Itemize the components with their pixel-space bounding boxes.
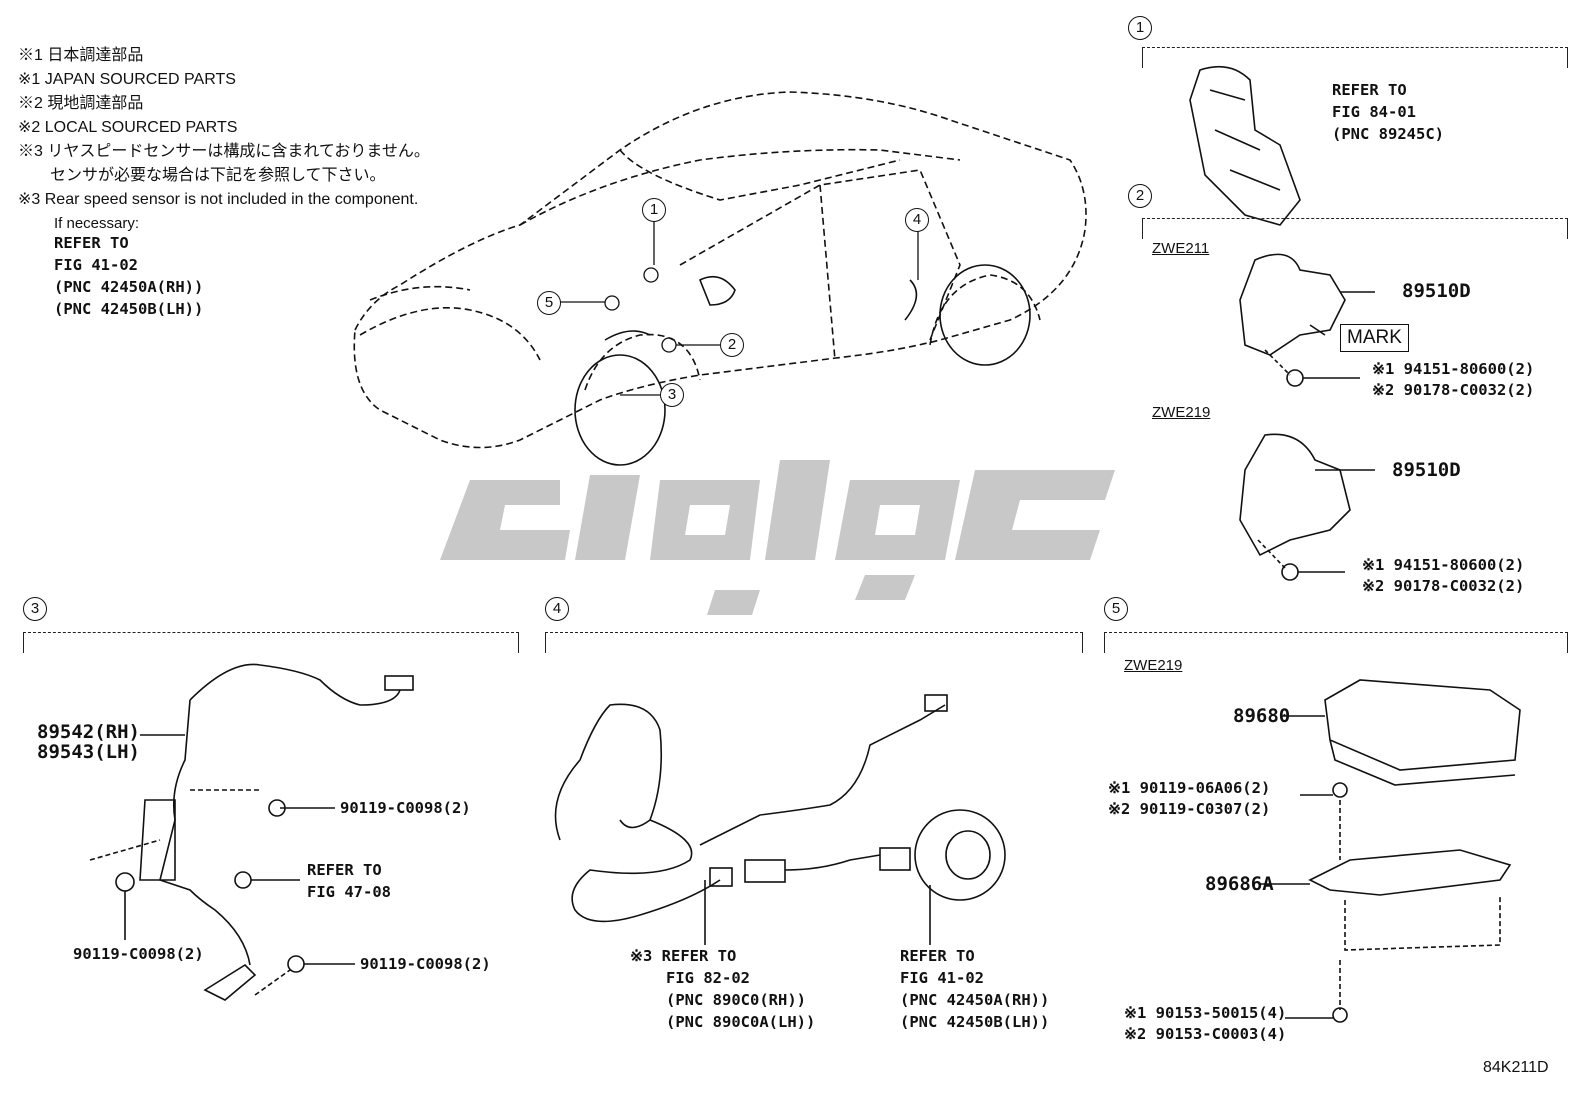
- figure-id: 84K211D: [1483, 1059, 1549, 1076]
- part-89686a-bracket: 89686A: [1205, 873, 1274, 895]
- bracket-bolt-2: ※2 90153-C0003(4): [1124, 1025, 1287, 1043]
- note-line: ※3 Rear speed sensor is not included in …: [18, 191, 419, 208]
- car-callout-leaders: [560, 220, 919, 396]
- part-89510d-a: 89510D: [1402, 280, 1471, 302]
- front-speed-sensor-harness-art: [89, 663, 414, 1001]
- section-4-ref-right: (PNC 42450B(LH)): [900, 1013, 1050, 1031]
- section-5-bracket: [1104, 632, 1568, 653]
- section-4-ref-left: (PNC 890C0(RH)): [666, 991, 806, 1009]
- car-wheels: [574, 264, 1031, 466]
- section-3-number: 3: [23, 597, 47, 621]
- section-4-ref-left: ※3 REFER TO: [630, 947, 737, 965]
- model-code-zwe211: ZWE211: [1152, 240, 1210, 257]
- note-line: ※1 日本調達部品: [18, 47, 144, 64]
- car-outline: [353, 91, 1087, 449]
- car-callout-2: 2: [720, 333, 744, 357]
- car-callout-3: 3: [660, 383, 684, 407]
- yaw-rate-sensor-art: [1189, 65, 1301, 226]
- mark-label: MARK: [1340, 324, 1409, 352]
- section-2-bracket: [1142, 218, 1568, 239]
- section-1-number: 1: [1128, 16, 1152, 40]
- section-5-number: 5: [1104, 597, 1128, 621]
- yaw-sensor-zwe219-art: [1239, 433, 1375, 581]
- section-4-ref-right: FIG 41-02: [900, 969, 984, 987]
- section-1-bracket: [1142, 47, 1568, 68]
- section-2-number: 2: [1128, 184, 1152, 208]
- note-line: ※2 LOCAL SOURCED PARTS: [18, 119, 238, 136]
- section-4-bracket: [545, 632, 1083, 653]
- section-4-ref-left: (PNC 890C0A(LH)): [666, 1013, 816, 1031]
- bolt-1: 90119-C0098(2): [340, 799, 471, 817]
- part-89680-ecu: 89680: [1233, 705, 1291, 727]
- note-line: ※3 リヤスピードセンサーは構成に含まれておりません。: [18, 143, 430, 160]
- section-4-ref-left: FIG 82-02: [666, 969, 750, 987]
- fastener-b2: ※2 90178-C0032(2): [1362, 577, 1525, 595]
- section-3-ref: REFER TO: [307, 861, 382, 879]
- car-callout-4: 4: [905, 208, 929, 232]
- note-if-necessary: If necessary:: [54, 215, 140, 232]
- section-4-number: 4: [545, 597, 569, 621]
- part-89542-rh: 89542(RH): [37, 721, 140, 743]
- note-ref-line: (PNC 42450B(LH)): [54, 300, 204, 318]
- section-4-ref-right: (PNC 42450A(RH)): [900, 991, 1050, 1009]
- section-1-ref: (PNC 89245C): [1332, 125, 1444, 143]
- car-callout-5: 5: [537, 291, 561, 315]
- note-ref-line: (PNC 42450A(RH)): [54, 278, 204, 296]
- note-line: ※1 JAPAN SOURCED PARTS: [18, 71, 236, 88]
- section-1-ref: REFER TO: [1332, 81, 1407, 99]
- car-callout-1: 1: [642, 198, 666, 222]
- yaw-sensor-zwe211-art: [1239, 253, 1375, 387]
- general-notes: ※1 日本調達部品 ※1 JAPAN SOURCED PARTS ※2 現地調達…: [18, 44, 430, 212]
- note-ref-line: FIG 41-02: [54, 256, 138, 274]
- ecu-bolt-1: ※1 90119-06A06(2): [1108, 779, 1271, 797]
- model-code-zwe219: ZWE219: [1152, 404, 1211, 421]
- section-1-ref: FIG 84-01: [1332, 103, 1416, 121]
- note-line: ※2 現地調達部品: [18, 95, 144, 112]
- bolt-2: 90119-C0098(2): [73, 945, 204, 963]
- note-line: センサが必要な場合は下記を参照して下さい。: [18, 167, 386, 184]
- section-3-bracket: [23, 632, 519, 653]
- ecu-and-bracket-art: [1260, 679, 1521, 1023]
- section-4-ref-right: REFER TO: [900, 947, 975, 965]
- part-89510d-b: 89510D: [1392, 459, 1461, 481]
- part-89543-lh: 89543(LH): [37, 741, 140, 763]
- fastener-a1: ※1 94151-80600(2): [1372, 360, 1535, 378]
- note-ref-line: REFER TO: [54, 234, 129, 252]
- bracket-bolt-1: ※1 90153-50015(4): [1124, 1004, 1287, 1022]
- ecu-bolt-2: ※2 90119-C0307(2): [1108, 800, 1271, 818]
- section-3-ref: FIG 47-08: [307, 883, 391, 901]
- fastener-a2: ※2 90178-C0032(2): [1372, 381, 1535, 399]
- fastener-b1: ※1 94151-80600(2): [1362, 556, 1525, 574]
- bolt-3: 90119-C0098(2): [360, 955, 491, 973]
- model-code-zwe219-s5: ZWE219: [1124, 657, 1183, 674]
- watermark-logo: [440, 460, 1115, 615]
- rear-speed-sensor-harness-art: [554, 694, 1006, 945]
